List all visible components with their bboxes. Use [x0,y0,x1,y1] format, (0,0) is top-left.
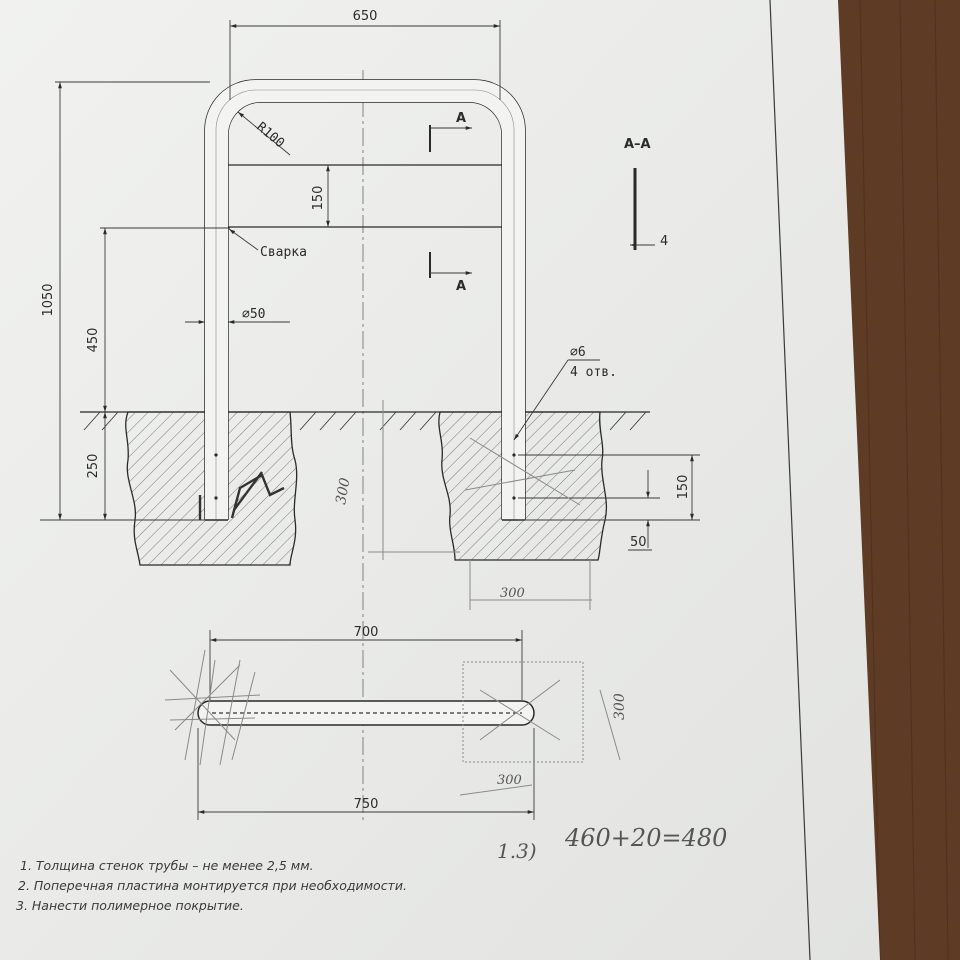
pencil-sketch-plan [164,649,621,796]
dim-embed-depth: 250 [86,412,107,520]
dim-hole-spacing: 150 50 [518,454,700,551]
hole-diameter-text: ⌀6 [570,345,586,360]
section-view: A–A 4 [624,137,668,250]
dim-height-total-text: 1050 [41,283,56,316]
dim-hole-bottom-text: 50 [630,535,647,550]
dim-crossbar-gap: 150 [311,165,330,227]
hand-footing-depth: 300 [333,477,353,506]
dim-crossbar-height: 450 [86,227,230,412]
dim-pipe-diameter-text: ⌀50 [242,307,265,322]
hand-plan-footing-width: 300 [497,773,522,788]
notes-block: 1. Толщина стенок трубы – не менее 2,5 м… [16,858,407,913]
rebar-left [198,471,285,520]
weld-text: Сварка [260,245,307,260]
dim-pipe-diameter: ⌀50 [185,307,290,324]
frame-border [769,0,811,960]
pencil-sketch-front [368,400,592,610]
section-marker-bottom: A [429,252,472,294]
anchor-holes [214,453,516,500]
section-thickness-text: 4 [660,234,668,249]
section-marker-top: A [429,111,472,152]
plan-view: 700 750 [197,625,535,820]
wood-grain [859,0,949,960]
hole-callout: ⌀6 4 отв. [513,345,617,441]
plan-inner-dim-text: 700 [354,625,379,640]
hand-plan-footing-depth: 300 [612,693,628,720]
section-title-text: A–A [624,137,651,152]
hand-footing-width: 300 [500,586,525,601]
ground-ticks [83,411,647,431]
section-marker-bottom-text: A [456,279,466,294]
dim-hole-spacing-text: 150 [676,475,691,500]
dim-width-top-text: 650 [353,9,378,24]
pipe-top-center-line [215,89,515,131]
dim-width-top: 650 [229,9,501,100]
dim-crossbar-height-text: 450 [86,328,101,353]
dim-crossbar-gap-text: 150 [311,186,326,211]
note-1: 1. Толщина стенок трубы – не менее 2,5 м… [20,858,314,873]
dim-height-total: 1050 [40,81,210,521]
hole-count-text: 4 отв. [570,365,617,380]
note-2: 2. Поперечная пластина монтируется при н… [18,878,407,893]
dim-embed-depth-text: 250 [86,454,101,479]
note-3: 3. Нанести полимерное покрытие. [16,898,244,913]
hand-calc-number: 1.3) [497,839,537,863]
hand-calc: 460+20=480 [564,824,727,852]
weld-callout: Сварка [228,228,307,260]
section-marker-top-text: A [456,111,466,126]
plan-outer-dim-text: 750 [354,797,379,812]
